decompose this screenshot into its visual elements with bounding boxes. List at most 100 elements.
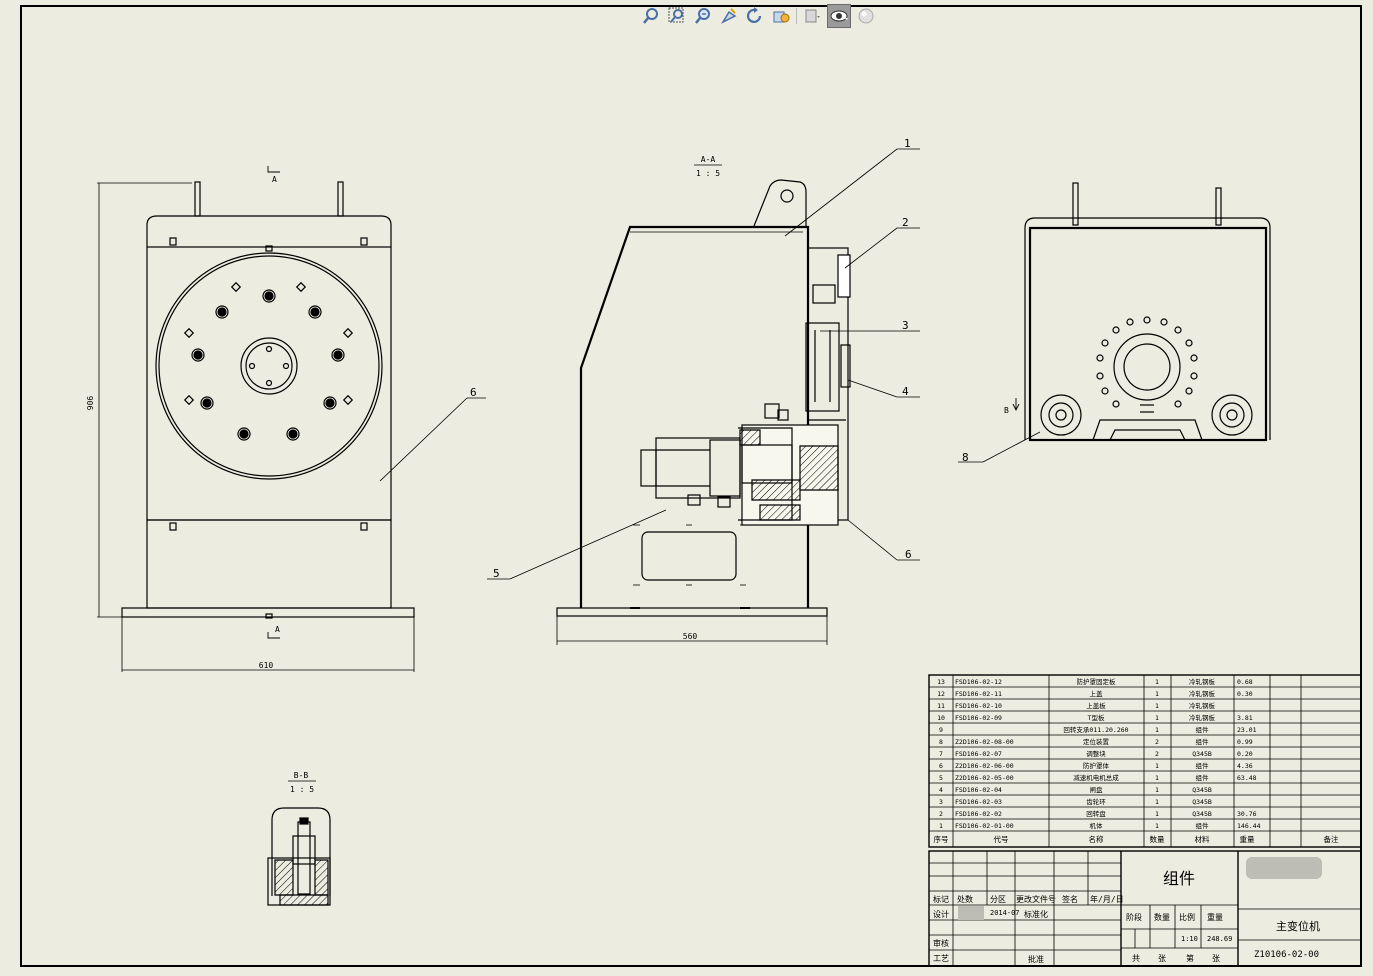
label-count: 处数 bbox=[957, 894, 973, 904]
bom-seq: 4 bbox=[939, 786, 943, 794]
front-view bbox=[97, 166, 486, 672]
label-process: 工艺 bbox=[933, 954, 949, 963]
section-a-a-title: A-A bbox=[701, 155, 716, 164]
label-sign: 签名 bbox=[1062, 894, 1078, 904]
bom-material: Q345B bbox=[1192, 750, 1212, 758]
bom-weight: 146.44 bbox=[1237, 822, 1261, 830]
bom-seq: 5 bbox=[939, 774, 943, 782]
bom-seq: 12 bbox=[937, 690, 945, 698]
bom-weight: 0.30 bbox=[1237, 690, 1253, 698]
label-review: 审核 bbox=[933, 938, 949, 948]
bom-seq: 13 bbox=[937, 678, 945, 686]
group-label: 组件 bbox=[1163, 869, 1195, 888]
dimension-width-front: 610 bbox=[259, 661, 274, 670]
zoom-to-area-icon[interactable] bbox=[666, 5, 688, 27]
bom-seq: 6 bbox=[939, 762, 943, 770]
bom-qty: 1 bbox=[1155, 762, 1159, 770]
bom-name: 闸盘 bbox=[1090, 785, 1104, 794]
bom-name: 回转支承011.20.260 bbox=[1063, 725, 1128, 734]
select-icon[interactable] bbox=[718, 5, 740, 27]
bom-code: FSD106-02-02 bbox=[955, 810, 1002, 818]
bom-header-name: 名称 bbox=[1089, 834, 1105, 844]
bom-weight: 3.81 bbox=[1237, 714, 1253, 722]
bom-material: 组件 bbox=[1196, 761, 1210, 770]
bom-name: 机体 bbox=[1090, 821, 1104, 830]
cut-mark-label: B bbox=[1004, 406, 1009, 415]
title-block bbox=[928, 850, 1362, 967]
label-weight: 重量 bbox=[1207, 912, 1223, 922]
bom-seq: 1 bbox=[939, 822, 943, 830]
bom-header-qty: 数量 bbox=[1150, 834, 1166, 844]
label-total: 共 bbox=[1132, 954, 1140, 963]
bom-material: 冷轧钢板 bbox=[1189, 701, 1216, 710]
bom-header-note: 备注 bbox=[1324, 834, 1340, 844]
label-design: 设计 bbox=[933, 909, 949, 919]
label-sheet: 张 bbox=[1212, 954, 1220, 963]
bom-name: 上盖板 bbox=[1086, 701, 1106, 710]
bom-code: Z2D106-02-08-00 bbox=[955, 738, 1014, 746]
cut-mark-label: A bbox=[275, 625, 280, 634]
bom-material: 组件 bbox=[1196, 737, 1210, 746]
bom-name: 齿轮环 bbox=[1086, 797, 1106, 806]
title-block-text: 标记 处数 分区 更改文件号 签名 年/月/日 设计 2014-07 标准化 审… bbox=[933, 869, 1320, 964]
bom-seq: 2 bbox=[939, 810, 943, 818]
section-b-b-view bbox=[267, 807, 331, 906]
bom-material: 组件 bbox=[1196, 725, 1210, 734]
label-mark: 标记 bbox=[933, 894, 949, 904]
scale-value: 1:10 bbox=[1181, 935, 1198, 943]
bom-material: 冷轧钢板 bbox=[1189, 689, 1216, 698]
bom-qty: 1 bbox=[1155, 786, 1159, 794]
zoom-to-fit-icon[interactable] bbox=[640, 5, 662, 27]
rotate-icon[interactable] bbox=[744, 5, 766, 27]
bom-weight: 0.68 bbox=[1237, 678, 1253, 686]
label-sheets: 张 bbox=[1158, 954, 1166, 963]
zoom-in-out-icon[interactable] bbox=[692, 5, 714, 27]
balloon-6: 6 bbox=[470, 386, 477, 399]
cut-mark-label: A bbox=[272, 175, 277, 184]
balloon-3: 3 bbox=[902, 319, 909, 332]
bom-seq: 7 bbox=[939, 750, 943, 758]
bom-name: 减速机电机总成 bbox=[1073, 773, 1119, 782]
bom-qty: 1 bbox=[1155, 690, 1159, 698]
bom-seq: 9 bbox=[939, 726, 943, 734]
bom-code: Z2D106-02-06-00 bbox=[955, 762, 1014, 770]
hide-show-icon[interactable] bbox=[801, 5, 823, 27]
render-icon[interactable] bbox=[855, 5, 877, 27]
display-style-icon[interactable] bbox=[770, 5, 792, 27]
bom-header-weight: 重量 bbox=[1240, 835, 1256, 844]
bom-material: 冷轧钢板 bbox=[1189, 677, 1216, 686]
bom-code: FSD106-02-10 bbox=[955, 702, 1002, 710]
label-ratio: 比例 bbox=[1179, 912, 1195, 922]
label-zone: 分区 bbox=[990, 895, 1006, 904]
view-settings-icon[interactable] bbox=[827, 4, 851, 28]
bom-header-seq: 序号 bbox=[934, 834, 949, 844]
section-b-b-title: B-B bbox=[294, 771, 309, 780]
bom-material: Q345B bbox=[1192, 786, 1212, 794]
bom-weight: 63.48 bbox=[1237, 774, 1257, 782]
bom-weight: 0.20 bbox=[1237, 750, 1253, 758]
bom-material: 组件 bbox=[1196, 773, 1210, 782]
bom-qty: 1 bbox=[1155, 678, 1159, 686]
toolbar-separator bbox=[796, 8, 797, 24]
bom-name: 防护罩体 bbox=[1083, 761, 1110, 770]
bom-name: T型板 bbox=[1088, 713, 1105, 722]
label-stage: 阶段 bbox=[1126, 912, 1142, 922]
bom-qty: 2 bbox=[1155, 738, 1159, 746]
bom-seq: 10 bbox=[937, 714, 945, 722]
bom-code: FSD106-02-07 bbox=[955, 750, 1002, 758]
dimension-width-side: 560 bbox=[683, 632, 698, 641]
bom-code: FSD106-02-11 bbox=[955, 690, 1002, 698]
bom-qty: 1 bbox=[1155, 810, 1159, 818]
side-view bbox=[958, 182, 1271, 463]
bom-qty: 1 bbox=[1155, 798, 1159, 806]
bom-qty: 2 bbox=[1155, 750, 1159, 758]
balloon-1: 1 bbox=[904, 137, 911, 150]
label-approve: 批准 bbox=[1028, 954, 1044, 964]
bom-code: FSD106-02-04 bbox=[955, 786, 1002, 794]
bom-qty: 1 bbox=[1155, 702, 1159, 710]
bom-qty: 1 bbox=[1155, 714, 1159, 722]
part-name: 主变位机 bbox=[1276, 919, 1320, 933]
